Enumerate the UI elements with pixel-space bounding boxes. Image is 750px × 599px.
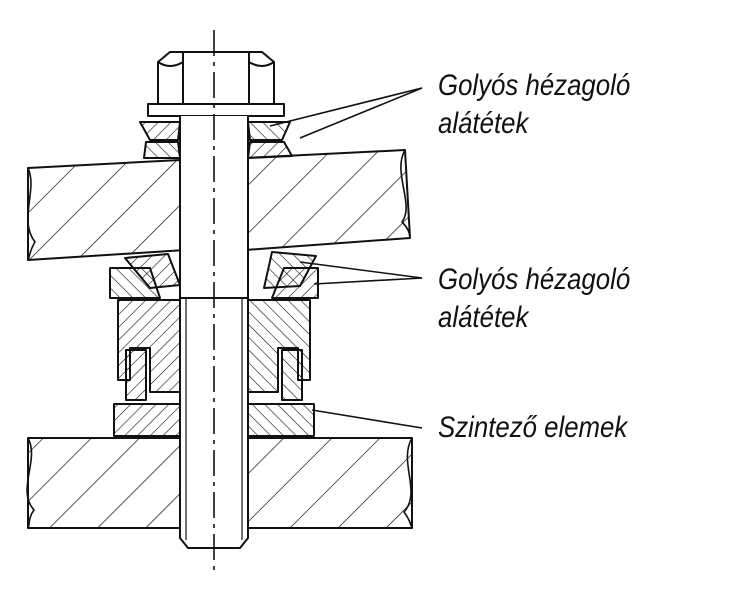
callout-top-washers-line1: Golyós hézagoló <box>438 69 631 102</box>
upper-plate <box>27 149 411 261</box>
callout-leveling-elements: Szintező elemek <box>438 411 628 444</box>
top-spherical-washer-pair <box>139 121 293 159</box>
middle-spherical-washer-pair <box>109 251 319 299</box>
leader-lines <box>269 87 423 429</box>
callout-middle-washers-line2: alátétek <box>438 301 529 334</box>
bolt-head <box>147 51 285 117</box>
callout-top-washers-line2: alátétek <box>438 107 529 140</box>
leveling-element <box>113 299 315 437</box>
callout-middle-washers-line1: Golyós hézagoló <box>438 263 631 296</box>
